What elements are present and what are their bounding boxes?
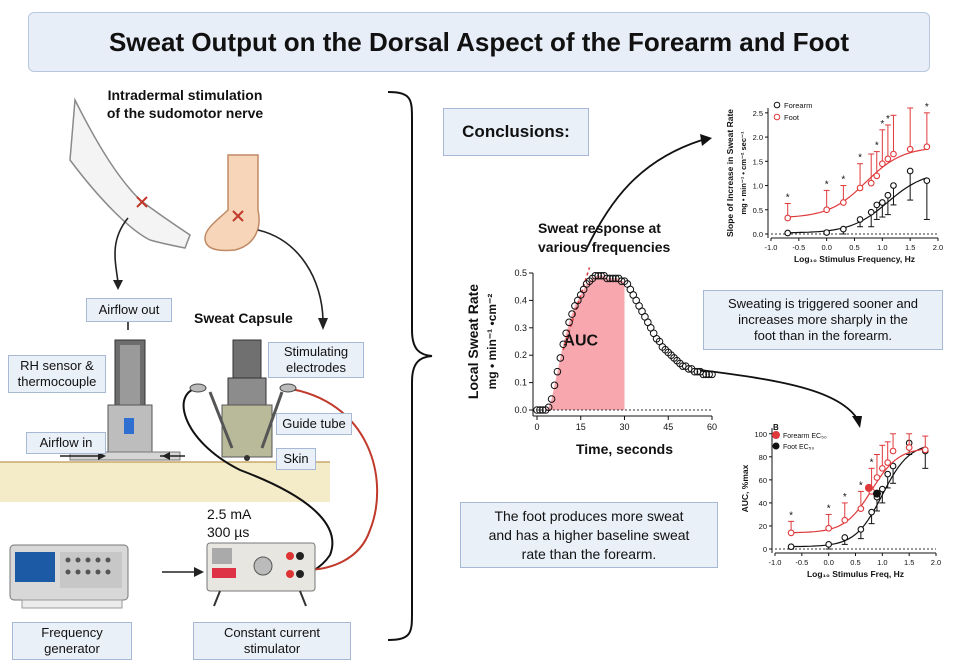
conclusion-note-1: Sweating is triggered sooner and increas… — [703, 290, 943, 350]
stimulator-device — [206, 542, 316, 607]
rh-sensor-line2: thermocouple — [17, 374, 97, 389]
arrows — [114, 217, 324, 573]
stim-heading: Intradermal stimulation of the sudomotor… — [85, 86, 285, 122]
note2-line3: rate than the forearm. — [521, 545, 657, 562]
rh-sensor-label: RH sensor & thermocouple — [8, 355, 106, 393]
pulse-width-value: 300 µs — [207, 524, 250, 540]
skin-label: Skin — [276, 448, 316, 470]
guide-tube-label: Guide tube — [276, 413, 352, 435]
stim-heading-line1: Intradermal stimulation — [107, 87, 263, 103]
capsule-label: Sweat Capsule — [194, 310, 293, 326]
note1-line3: foot than in the forearm. — [753, 328, 893, 343]
sensor-capsule — [69, 339, 181, 461]
response-line2: various frequencies — [538, 239, 671, 255]
note2-line2: and has a higher baseline sweat — [488, 526, 690, 543]
frequency-generator-device — [9, 544, 129, 609]
stim-electrodes-label: Stimulating electrodes — [268, 342, 364, 378]
response-caption: Sweat response at various frequencies — [538, 219, 670, 257]
rh-sensor-line1: RH sensor & — [20, 358, 94, 373]
note1-line1: Sweating is triggered sooner and — [727, 296, 919, 311]
stim-electrodes-line1: Stimulating — [283, 344, 349, 359]
stim-heading-line2: of the sudomotor nerve — [106, 105, 264, 121]
stim-params: 2.5 mA 300 µs — [207, 505, 251, 541]
airflow-in-label: Airflow in — [26, 432, 106, 454]
freq-gen-line2: generator — [44, 641, 100, 656]
conclusions-heading: Conclusions: — [443, 108, 589, 156]
stim-site-foot-icon — [232, 210, 244, 222]
stimulation-capsule — [208, 339, 284, 461]
page-title: Sweat Output on the Dorsal Aspect of the… — [108, 26, 850, 57]
frequency-generator-label: Frequency generator — [12, 622, 132, 660]
foot-illustration — [204, 154, 260, 252]
airflow-out-label: Airflow out — [86, 298, 172, 322]
arm-illustration — [69, 97, 191, 249]
airflow-in-text: Airflow in — [39, 435, 93, 450]
stimulator-label: Constant current stimulator — [193, 622, 351, 660]
grouping-brace — [387, 91, 433, 641]
skin-strip — [0, 462, 330, 502]
current-value: 2.5 mA — [207, 506, 252, 522]
skin-text: Skin — [283, 451, 309, 466]
response-line1: Sweat response at — [538, 220, 661, 236]
stim-electrodes-line2: electrodes — [286, 360, 346, 375]
note2-line1: The foot produces more sweat — [494, 507, 684, 524]
stim-site-arm-icon — [136, 196, 148, 208]
stimulator-line2: stimulator — [243, 641, 301, 656]
stimulator-line1: Constant current — [223, 625, 321, 640]
title-banner: Sweat Output on the Dorsal Aspect of the… — [28, 12, 930, 72]
note1-line2: increases more sharply in the — [738, 312, 908, 327]
airflow-out-text: Airflow out — [98, 302, 160, 317]
freq-gen-line1: Frequency — [41, 625, 103, 640]
conclusions-heading-text: Conclusions: — [462, 122, 570, 141]
guide-tube-text: Guide tube — [282, 416, 346, 431]
conclusion-note-2: The foot produces more sweat and has a h… — [460, 502, 718, 568]
